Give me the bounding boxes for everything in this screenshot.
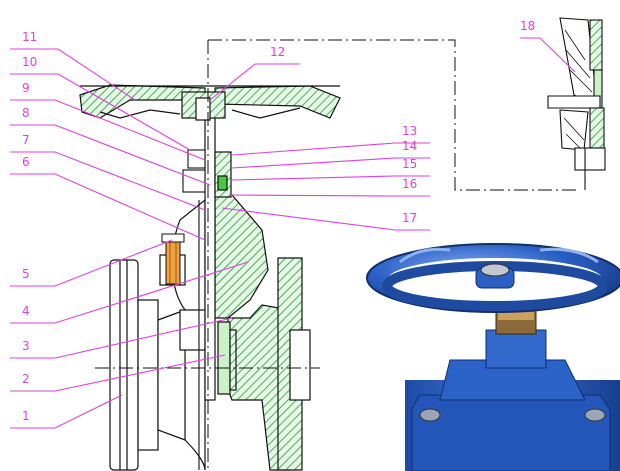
blue-valve-photo xyxy=(366,243,620,471)
callout-label-6: 6 xyxy=(22,155,30,169)
callout-label-5: 5 xyxy=(22,267,30,281)
callout-leader-18 xyxy=(520,37,576,73)
callouts xyxy=(10,37,576,429)
callout-label-18: 18 xyxy=(520,19,535,33)
callout-leader-13 xyxy=(231,142,430,156)
callout-leader-17 xyxy=(221,207,430,231)
callout-label-2: 2 xyxy=(22,372,30,386)
callout-label-17: 17 xyxy=(402,211,417,225)
callout-label-10: 10 xyxy=(22,55,37,69)
bonnet-bolt xyxy=(161,233,185,285)
callout-leader-7 xyxy=(10,151,206,211)
callout-label-9: 9 xyxy=(22,81,30,95)
callout-label-4: 4 xyxy=(22,304,30,318)
callout-leader-8 xyxy=(10,124,211,186)
callout-label-1: 1 xyxy=(22,409,30,423)
callout-label-11: 11 xyxy=(22,30,37,44)
callout-label-7: 7 xyxy=(22,133,30,147)
callout-leader-1 xyxy=(10,394,123,429)
callout-label-13: 13 xyxy=(402,124,417,138)
callout-leader-10 xyxy=(10,73,191,151)
handwheel-section xyxy=(79,84,341,121)
callout-label-3: 3 xyxy=(22,339,30,353)
callout-label-12: 12 xyxy=(270,45,285,59)
callout-leader-16 xyxy=(229,194,430,197)
callout-leader-2 xyxy=(10,354,226,392)
callout-leader-14 xyxy=(231,157,430,169)
callout-leader-6 xyxy=(10,173,206,241)
callout-leader-15 xyxy=(231,175,430,181)
callout-label-8: 8 xyxy=(22,106,30,120)
callout-label-15: 15 xyxy=(402,157,417,171)
callout-leader-4 xyxy=(10,261,249,324)
callout-leader-5 xyxy=(10,239,173,287)
callout-leader-11 xyxy=(10,48,136,101)
left-flange xyxy=(109,259,186,471)
detail-inset xyxy=(547,17,606,190)
callout-leader-12 xyxy=(209,63,300,101)
centre-axis xyxy=(95,39,580,470)
callout-leader-3 xyxy=(10,317,233,359)
callout-label-16: 16 xyxy=(402,177,417,191)
body-section-right xyxy=(204,99,311,471)
callout-leader-9 xyxy=(10,99,206,161)
callout-label-14: 14 xyxy=(402,139,417,153)
